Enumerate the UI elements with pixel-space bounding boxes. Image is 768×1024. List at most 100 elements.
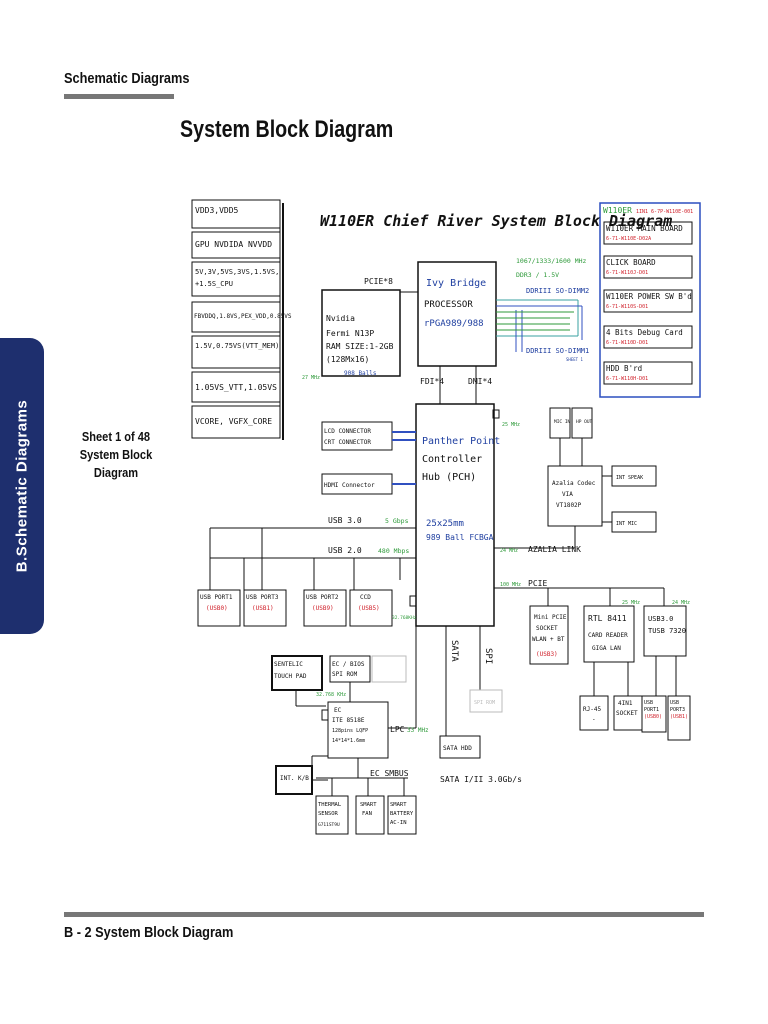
usb2-bus-label: USB 2.0 [328, 546, 362, 555]
usb-port1-box [197, 589, 241, 627]
footer-label: B - 2 System Block Diagram [64, 924, 234, 941]
sata-hdd-label: SATA HDD [443, 745, 472, 752]
debug-card-box [603, 325, 693, 349]
ec-chip: ITE 8518E [332, 717, 365, 724]
usb-port-name-3: USB PORT2 [306, 594, 339, 601]
lan-line-3: GIGA LAN [592, 645, 621, 652]
lan-line-1: RTL 8411 [588, 614, 627, 623]
spi-rom-label: SPI ROM [474, 700, 495, 706]
usb3-port1-box [641, 695, 667, 733]
azalia-link-label: AZALIA LINK [528, 545, 581, 554]
touchpad-line-1: SENTELIC [274, 661, 303, 668]
lcd-crt-box [321, 421, 393, 451]
page-title: System Block Diagram [180, 116, 394, 143]
lcd-label: LCD CONNECTOR [324, 428, 371, 435]
section-title: Schematic Diagrams [64, 70, 190, 87]
wlan-id: (USB3) [536, 651, 558, 658]
usb-port-id-3: (USB9) [312, 605, 334, 612]
debug-card-pn: 6-71-W110D-D01 [606, 340, 648, 346]
rail-3b: +1.5S_CPU [195, 280, 233, 288]
usb3ctl-clock: 24 MHz [672, 600, 690, 606]
gpu-clock: 27 MHz [302, 375, 320, 381]
dimm1-label: DDRIII SO-DIMM1 [526, 347, 589, 355]
hdmi-label: HDMI Connector [324, 482, 375, 489]
cpu-name: Ivy Bridge [426, 278, 486, 289]
dimm2-label: DDRIII SO-DIMM2 [526, 287, 589, 295]
hp-out-label: HP OUT [576, 419, 593, 425]
usb3-port1-line-2: PORT1 [644, 707, 659, 713]
gpu-line-1: Nvidia [326, 314, 355, 323]
bios-rom-line-1: EC / BIOS [332, 661, 365, 668]
smbus-dev-2-line-2: FAN [362, 811, 372, 817]
spi-label: SPI [483, 648, 493, 664]
hdd-board-box [603, 361, 693, 385]
pch-line-2: Controller [422, 454, 482, 465]
pch-balls: 989 Ball FCBGA [426, 533, 494, 542]
smbus-dev-3-line-3: AC-IN [390, 820, 407, 826]
lan-clock: 25 MHz [622, 600, 640, 606]
spi-rom-box [469, 689, 503, 713]
gpu-line-4: (128Mx16) [326, 355, 369, 364]
smbus-label: EC SMBUS [370, 769, 409, 778]
rj45-label: RJ-45 [583, 706, 601, 713]
rail-2: GPU NVDIDA NVVDD [195, 240, 272, 249]
usb-port-id-1: (USB0) [206, 605, 228, 612]
rail-4: FBVDDQ,1.8VS,PEX_VDD,0.85VS [194, 313, 292, 320]
pch-size: 25x25mm [426, 519, 464, 529]
boards-panel [599, 202, 701, 398]
thermal-sensor-box [315, 795, 349, 835]
main-board-label: W110ER MAIN BOARD [606, 224, 683, 233]
smbus-dev-3-line-1: SMART [390, 802, 407, 808]
mic-in-label: MIC IN [554, 419, 571, 425]
ec-pins: 128pins LQFP [332, 728, 368, 734]
cpu-package: rPGA989/988 [424, 319, 484, 329]
cpu-box [417, 261, 497, 367]
rail-5: 1.5V,0.75VS(VTT_MEM) [195, 342, 279, 350]
power-rails [191, 199, 284, 440]
card-socket-label: 4IN1 [618, 700, 633, 707]
usb-port3-box [243, 589, 287, 627]
smbus-dev-1-line-3: G711ST9U [318, 822, 340, 828]
usb3ctl-line-2: TUSB 7320 [648, 627, 686, 635]
gpu-box [321, 289, 401, 377]
power-board-label: W110ER POWER SW B'd [606, 292, 692, 301]
usb3-port3-id: (USB1) [670, 714, 688, 720]
footer-divider [64, 912, 704, 917]
gpu-balls: 908 Balls [344, 370, 377, 377]
codec-line-3: VT1802P [556, 502, 582, 509]
ec-name: EC [334, 707, 342, 714]
usb3-port1-line-1: USB [644, 700, 653, 706]
cpu-type: PROCESSOR [424, 300, 473, 310]
mem-speed: 1067/1333/1600 MHz [516, 257, 587, 265]
touchpad-line-2: TOUCH PAD [274, 673, 307, 680]
smbus-dev-1-line-1: THERMAL [318, 802, 342, 808]
codec-line-2: VIA [562, 491, 573, 498]
usb3-port3-line-1: USB [670, 700, 679, 706]
rj45-sub: - [592, 716, 596, 723]
keyboard-label: INT. K/B [280, 775, 309, 782]
pcie-clock: 100 MHz [500, 582, 521, 588]
sata-speed: SATA I/II 3.0Gb/s [440, 775, 522, 784]
mem-type: DDR3 / 1.5V [516, 271, 559, 279]
usb3-port1-id: (USB0) [644, 714, 662, 720]
usb-port-name-1: USB PORT1 [200, 594, 233, 601]
lpc-clock: 33 MHz [407, 727, 429, 734]
sheet-number: Sheet 1 of 48 [81, 429, 151, 444]
wlan-line-1: Mini PCIE [534, 614, 567, 621]
hdd-board-label: HDD B'rd [606, 364, 642, 373]
power-board-pn: 6-71-W110S-D01 [606, 304, 648, 310]
debug-card-label: 4 Bits Debug Card [606, 328, 683, 337]
side-tab[interactable] [0, 338, 44, 634]
azalia-codec-box [547, 465, 603, 527]
rtl8411-box [583, 605, 635, 663]
pcie8-label: PCIE*8 [364, 277, 393, 286]
smart-battery-box [387, 795, 417, 835]
int-mic-label: INT MIC [616, 521, 637, 527]
wlan-line-3: WLAN + BT [532, 636, 565, 643]
sata-label: SATA [449, 640, 459, 662]
smbus-dev-1-line-2: SENSOR [318, 811, 339, 817]
bios-rom-box [329, 655, 371, 683]
usb3ctl-line-1: USB3.0 [648, 615, 673, 623]
mem-note: SHEET 1 [566, 357, 583, 362]
gpu-line-2: Fermi N13P [326, 329, 374, 338]
